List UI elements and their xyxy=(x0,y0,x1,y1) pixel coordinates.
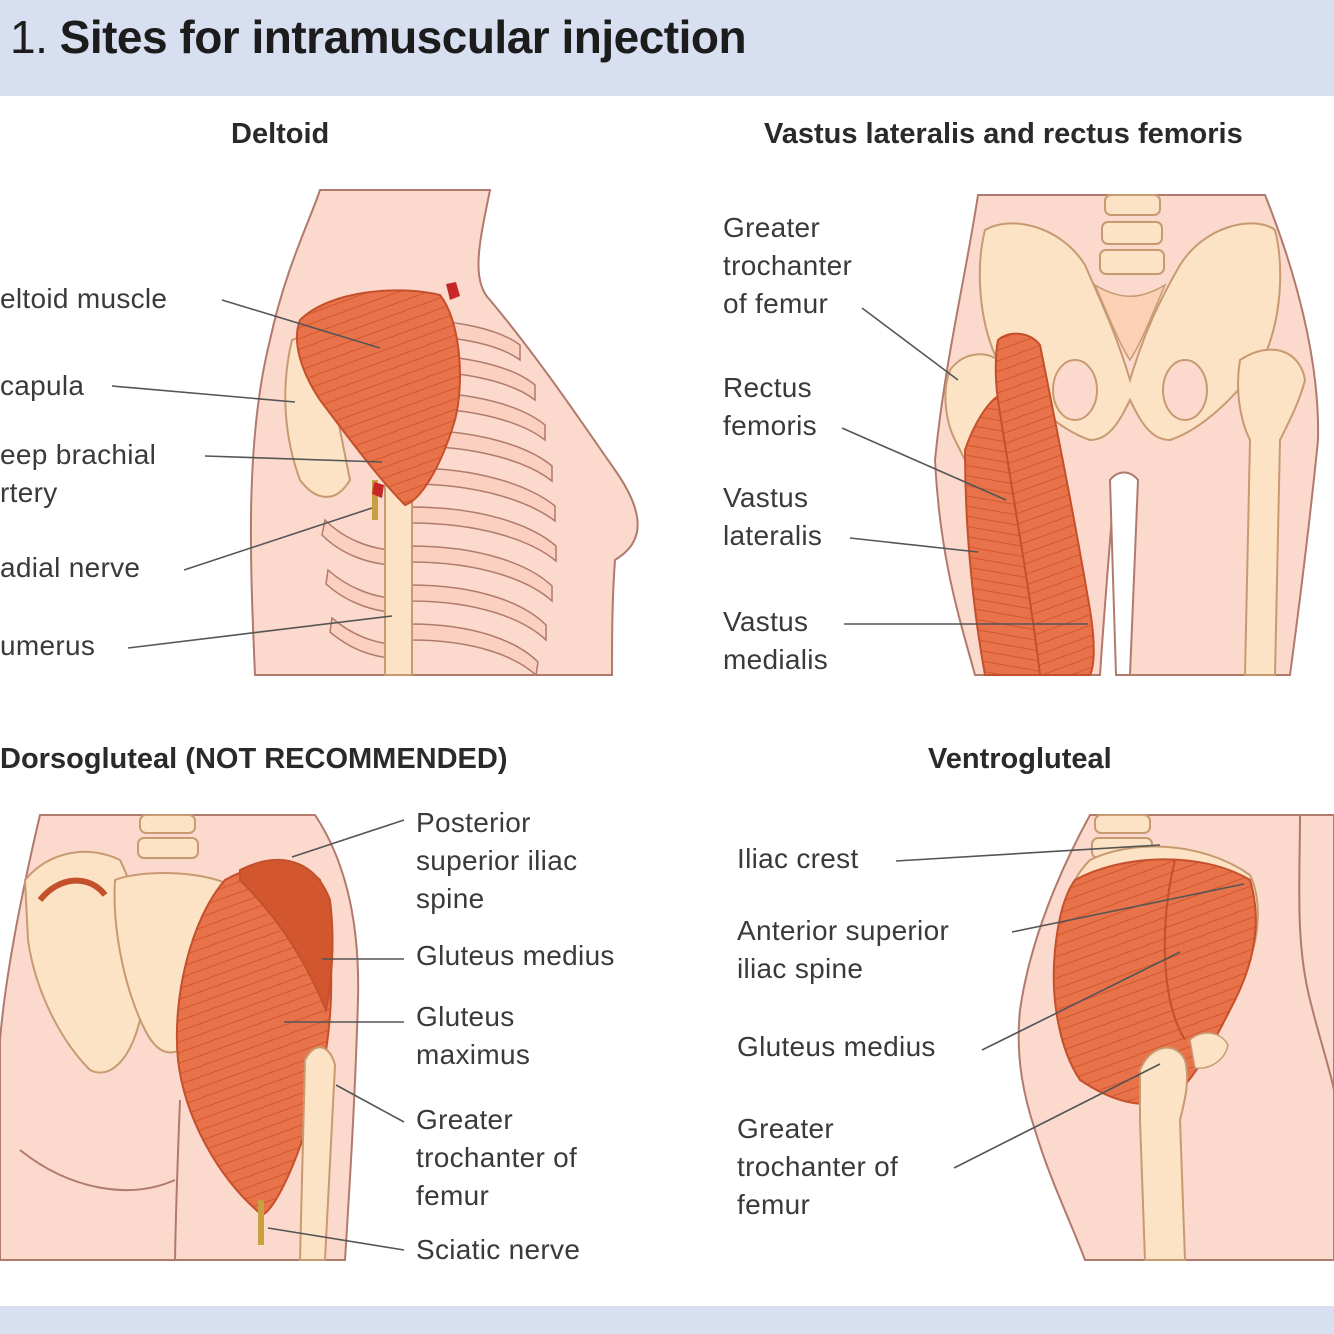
dorsogluteal-illustration xyxy=(0,814,360,1261)
leader-scapula xyxy=(111,385,296,403)
label-ventro-greater-trochanter: Greater trochanter of femur xyxy=(737,1113,899,1220)
label-deltoid-muscle: eltoid muscle xyxy=(0,283,168,314)
label-rectus-femoris: Rectus femoris xyxy=(723,372,817,441)
label-dorso-gluteus-medius: Gluteus medius xyxy=(416,940,615,971)
label-dorso-gluteus-maximus: Gluteus maximus xyxy=(416,1001,531,1070)
leader-rectus-femoris xyxy=(841,427,1007,501)
label-humerus: umerus xyxy=(0,630,96,661)
leader-ventro-greater-trochanter xyxy=(953,1063,1161,1169)
label-radial-nerve: adial nerve xyxy=(0,552,141,583)
leader-psis xyxy=(291,819,405,858)
figure-title-text: Sites for intramuscular injection xyxy=(59,11,747,63)
label-asis: Anterior superior iliac spine xyxy=(737,915,950,984)
label-scapula: capula xyxy=(0,370,85,401)
leader-dorso-greater-trochanter xyxy=(335,1084,405,1123)
waist-curve xyxy=(1298,814,1334,1091)
dorso-femur xyxy=(298,1046,337,1261)
leader-sciatic-nerve xyxy=(267,1227,405,1251)
right-femur xyxy=(1237,348,1307,676)
footer-band xyxy=(0,1306,1334,1334)
label-psis: Posterior superior iliac spine xyxy=(416,807,578,914)
vastus-title: Vastus lateralis and rectus femoris xyxy=(764,118,1243,150)
sciatic-nerve-line xyxy=(258,1200,264,1245)
ventro-femur xyxy=(1139,1046,1189,1261)
figure-number: 1. xyxy=(10,11,48,63)
deltoid-illustration xyxy=(249,189,639,677)
leader-lines xyxy=(111,299,1245,1251)
leader-iliac-crest xyxy=(895,844,1161,862)
leader-humerus xyxy=(127,615,393,649)
shoulder-artery-mark xyxy=(446,282,460,300)
leader-ventro-gluteus-medius xyxy=(981,951,1181,1051)
label-deep-brachial-artery: eep brachial rtery xyxy=(0,439,157,508)
leader-radial-nerve xyxy=(183,507,373,571)
header-band xyxy=(0,0,1334,96)
leader-greater-trochanter-vastus xyxy=(861,307,959,381)
gluteal-fold xyxy=(19,1149,176,1191)
label-iliac-crest: Iliac crest xyxy=(737,843,859,874)
rectus-femoris-shape xyxy=(994,332,1095,676)
cleft-line xyxy=(174,1099,181,1261)
leader-vastus-lateralis xyxy=(849,537,979,553)
dorsogluteal-title: Dorsogluteal (NOT RECOMMENDED) xyxy=(0,743,508,775)
figure-title: 1. Sites for intramuscular injection xyxy=(10,10,747,64)
vastus-illustration xyxy=(933,194,1320,676)
label-dorso-greater-trochanter: Greater trochanter of femur xyxy=(416,1104,578,1211)
label-vastus-medialis: Vastus medialis xyxy=(723,606,829,675)
ventrogluteal-title: Ventrogluteal xyxy=(928,743,1112,775)
spine-vertebrae xyxy=(1099,194,1165,275)
label-vastus-lateralis: Vastus lateralis xyxy=(723,482,823,551)
leader-deep-brachial-artery xyxy=(204,455,383,463)
dorso-gluteus-medius-shape xyxy=(239,859,334,1014)
deltoid-title: Deltoid xyxy=(231,118,330,150)
ventrogluteal-illustration xyxy=(1017,814,1334,1261)
deltoid-muscle-shape xyxy=(296,289,461,507)
label-vastus-greater-trochanter: Greater trochanter of femur xyxy=(723,212,853,319)
leader-deltoid-muscle xyxy=(221,299,381,349)
leader-asis xyxy=(1011,883,1245,933)
label-sciatic-nerve: Sciatic nerve xyxy=(416,1234,581,1265)
crotch-gap xyxy=(1108,471,1140,676)
label-ventro-gluteus-medius: Gluteus medius xyxy=(737,1031,936,1062)
